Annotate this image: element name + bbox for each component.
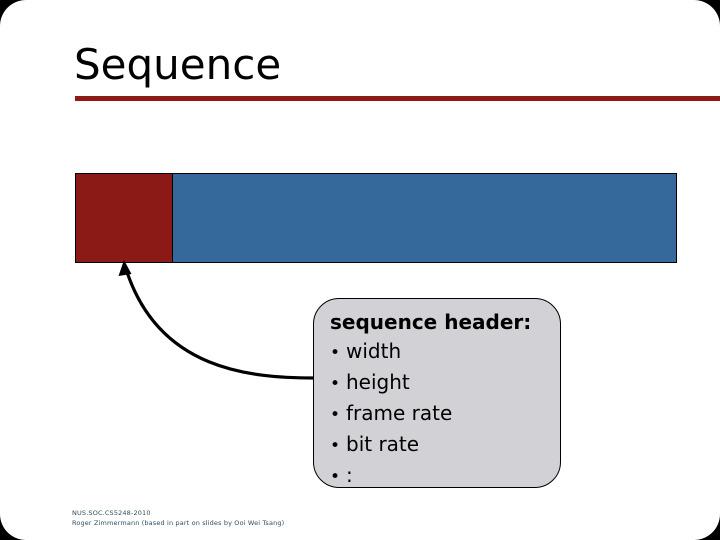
bitstream-bar [75, 173, 677, 263]
arrow-curve [125, 270, 316, 380]
callout-box: sequence header: • width • height • fram… [313, 298, 561, 488]
callout-heading: sequence header: [330, 310, 532, 334]
list-item-label: frame rate [346, 401, 453, 425]
list-item: • : [330, 461, 560, 492]
list-item: • width [330, 337, 560, 368]
footer-credits: NUS.SOC.CS5248-2010 Roger Zimmermann (ba… [72, 508, 284, 528]
callout-pointer-arrow [118, 260, 316, 380]
sequence-header-segment [76, 174, 173, 262]
bullet-icon: • [330, 374, 341, 394]
bullet-icon: • [330, 405, 341, 425]
callout-bullet-list: • width • height • frame rate • bit rate… [330, 337, 560, 492]
title-underline-rule [75, 96, 720, 101]
list-item: • height [330, 368, 560, 399]
footer-course-code: NUS.SOC.CS5248-2010 [72, 509, 151, 517]
list-item-label: width [346, 339, 402, 363]
list-item: • frame rate [330, 399, 560, 430]
bullet-icon: • [330, 343, 341, 363]
list-item-label: height [346, 370, 410, 394]
footer-author: Roger Zimmermann (based in part on slide… [72, 519, 285, 527]
list-item-label: : [346, 463, 353, 487]
bullet-icon: • [330, 436, 341, 456]
bullet-icon: • [330, 467, 341, 487]
payload-segment [173, 174, 676, 262]
page-title: Sequence [74, 40, 282, 89]
list-item-label: bit rate [346, 432, 420, 456]
list-item: • bit rate [330, 430, 560, 461]
